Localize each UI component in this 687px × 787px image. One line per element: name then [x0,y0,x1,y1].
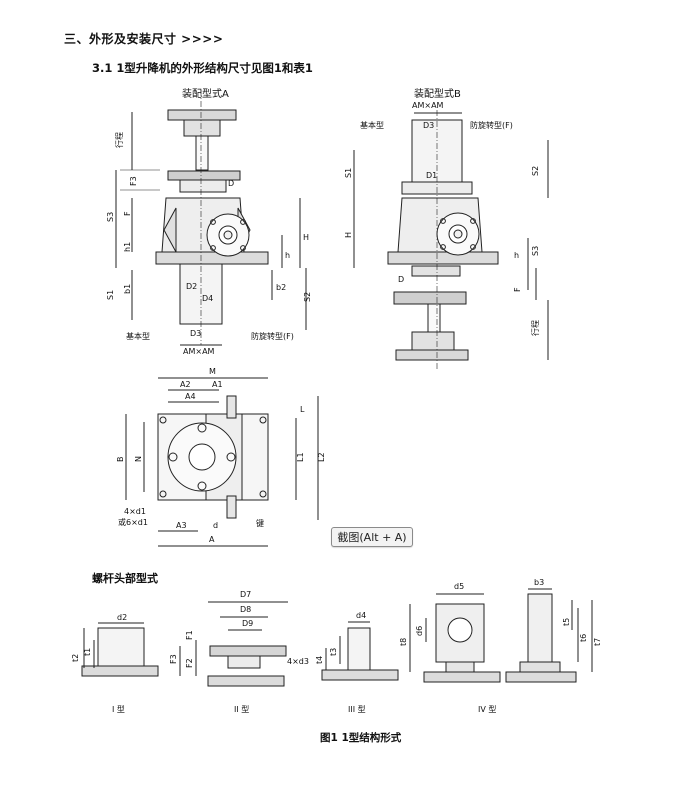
label-plan-m: M [209,367,216,376]
label-plan-a3: A3 [176,521,187,530]
label-a-stroke: 行程 [114,132,124,148]
label-t1-t1: t1 [83,648,92,656]
label-b-h-cap: H [344,232,353,238]
label-a-h: h [285,251,290,260]
label-b-anti-rotation: 防旋转型(F) [470,120,513,130]
figure-caption: 图1 1型结构形式 [320,732,402,744]
label-a-d: D [228,179,234,188]
label-plan-a4: A4 [185,392,196,401]
label-a-d3: D3 [190,329,201,338]
label-b-am: AM×AM [412,101,444,110]
diagram-a: 装配型式A [106,87,312,356]
label-t2-d8: D8 [240,605,251,614]
label-b-f: F [513,287,522,292]
label-plan-a2: A2 [180,380,191,389]
label-b-d1: D1 [426,171,437,180]
diagram-b: 装配型式B AM×AM 基本型 [344,87,549,370]
label-a-h-cap: H [303,233,309,242]
section-title: 三、外形及安装尺寸 >>>> [64,32,224,46]
label-a-f: F [123,211,132,216]
label-a-am: AM×AM [183,347,215,356]
label-t1-t2: t2 [71,654,80,662]
label-t1-d2: d2 [117,613,127,622]
label-t4-t7: t7 [593,638,602,646]
label-a-d2: D2 [186,282,197,291]
label-t4-d5: d5 [454,582,464,591]
label-b-s2: S2 [531,166,540,176]
label-a-anti-rotation: 防旋转型(F) [251,331,294,341]
label-plan-holes6: 或6×d1 [118,517,148,527]
label-type-4: IV 型 [478,705,496,714]
label-plan-d: d [213,521,218,530]
label-a-s3: S3 [106,212,115,222]
label-type-3: III 型 [348,705,366,714]
label-b-stroke: 行程 [530,320,540,336]
label-t2-holes: 4×d3 [287,657,309,666]
lead-type-1: d2 t2 t1 I 型 [71,613,159,714]
lead-type-2: D7 D8 D9 F1 F3 F2 4×d3 II 型 [169,590,309,714]
label-plan-holes4: 4×d1 [124,507,146,516]
label-t4-t5: t5 [562,618,571,626]
lead-type-3: d4 t3 t4 III 型 [315,611,399,714]
label-b-d3: D3 [423,121,434,130]
label-t2-d7: D7 [240,590,251,599]
label-a-d4: D4 [202,294,213,303]
diagram-plan: M A2 A1 A4 L B N L1 L2 4×d1 或6×d1 A3 d A… [116,367,326,547]
label-t4-b3: b3 [534,578,544,587]
label-a-s2: S2 [303,292,312,302]
label-a-s1: S1 [106,290,115,300]
label-t3-t4: t4 [315,656,324,664]
label-t3-t3: t3 [329,648,338,656]
label-a-basic: 基本型 [126,331,150,341]
diagram-b-title: 装配型式B [414,87,461,100]
label-a-b1: b1 [123,284,132,294]
label-t2-f1: F1 [185,630,194,640]
label-a-h1: h1 [123,242,132,252]
subsection-title: 3.1 1型升降机的外形结构尺寸见图1和表1 [92,61,313,75]
label-t2-f2: F2 [185,658,194,668]
label-plan-l2: L2 [317,452,326,462]
label-type-1: I 型 [112,705,125,714]
label-t2-f3: F3 [169,654,178,664]
screenshot-tooltip: 截图(Alt + A) [331,527,413,547]
lead-heading: 螺杆头部型式 [92,572,158,585]
label-b-d: D [398,275,404,284]
label-type-2: II 型 [234,705,249,714]
label-t3-d4: d4 [356,611,366,620]
label-plan-key: 键 [256,518,264,528]
label-plan-b: B [116,457,125,463]
label-plan-a: A [209,535,215,544]
label-t2-d9: D9 [242,619,253,628]
label-b-s3: S3 [531,246,540,256]
label-b-basic: 基本型 [360,120,384,130]
label-plan-l1: L1 [296,452,305,462]
label-t4-t6: t6 [579,634,588,642]
lead-type-4: d5 d6 t8 b3 t5 t6 t7 IV 型 [399,578,602,714]
label-plan-n: N [134,456,143,462]
label-plan-l: L [300,405,305,414]
label-b-s1: S1 [344,168,353,178]
label-a-f3: F3 [129,176,138,186]
label-a-b2: b2 [276,283,286,292]
label-t4-d6: d6 [415,626,424,636]
label-b-h: h [514,251,519,260]
label-plan-a1: A1 [212,380,223,389]
label-t4-t8: t8 [399,638,408,646]
diagram-a-title: 装配型式A [182,87,229,100]
